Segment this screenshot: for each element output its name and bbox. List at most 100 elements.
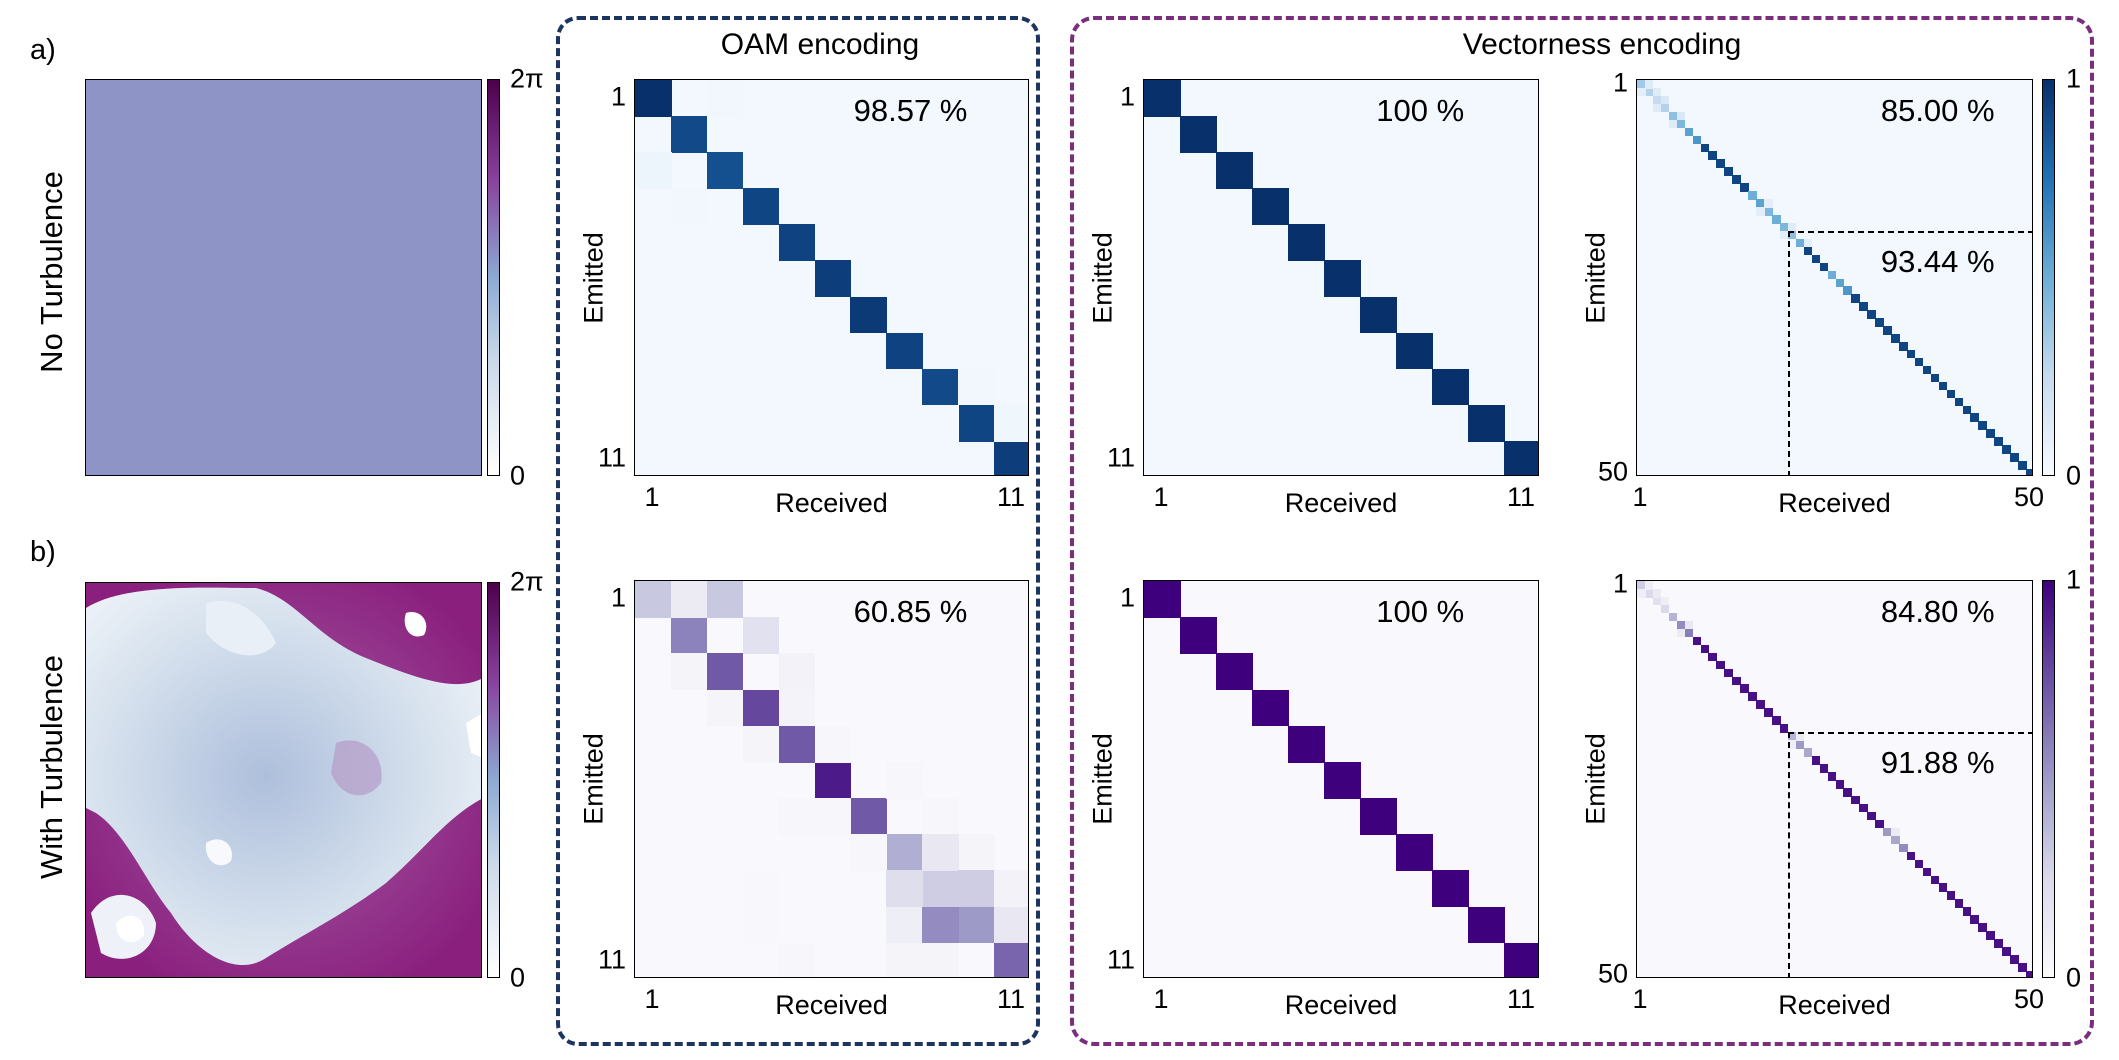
off-diagonal-cell [778,689,816,727]
diagonal-cell [1748,692,1757,701]
diagonal-cell [1914,859,1924,869]
diagonal-cell [1180,617,1217,654]
off-diagonal-cell [1644,80,1654,89]
diagonal-cell [1288,725,1325,763]
diagonal-cell [742,689,780,727]
diagonal-cell [2010,453,2019,462]
diagonal-cell [635,581,672,618]
diagonal-cell [1946,891,1956,900]
vec50_with_turbulence-heatmap [1636,580,2033,978]
oam_with_turbulence-accuracy: 60.85 % [853,594,968,629]
off-diagonal-cell [778,653,816,691]
diagonal-cell [886,834,923,872]
diagonal-cell [1883,827,1892,837]
off-diagonal-cell [1764,199,1773,208]
vectorness-section-frame [1070,16,2094,1046]
diagonal-cell [1692,636,1702,646]
oam_with_turbulence-ylabel: Emitted [578,733,609,825]
diagonal-cell [1811,756,1821,765]
vec50_with_turbulence-ytick-first: 1 [1612,568,1628,599]
diagonal-cell [1819,262,1829,272]
diagonal-cell [1938,883,1948,893]
diagonal-cell [1811,254,1821,264]
off-diagonal-cell [1684,620,1694,630]
diagonal-cell [1756,199,1765,208]
phase-cbar-b-min: 0 [510,962,526,993]
off-diagonal-cell [814,798,852,835]
vec50_no_turbulence-ytick-last: 50 [1597,456,1628,487]
oam_no_turbulence-accuracy: 98.57 % [853,93,968,128]
diagonal-cell [1795,740,1805,749]
off-diagonal-cell [1891,827,1900,837]
off-diagonal-cell [994,870,1028,908]
phase-map-no-turbulence [85,79,482,476]
vec11_no_turbulence-ytick-first: 1 [1119,81,1135,112]
diagonal-cell [1914,357,1924,367]
diagonal-cell [1970,413,1979,422]
off-diagonal-cell [1652,588,1662,598]
diagonal-cell [1700,143,1710,153]
diagonal-cell [1906,349,1916,359]
diagonal-cell [814,761,852,799]
diagonal-cell [2002,445,2011,454]
diagonal-cell [1396,332,1433,370]
diagonal-cell [1843,787,1852,797]
diagonal-cell [1779,222,1789,232]
diagonal-cell [742,188,780,225]
off-diagonal-cell [886,761,923,799]
phase-colorbar-b [487,582,500,978]
off-diagonal-cell [958,368,995,406]
vec50_no_turbulence-xtick-last: 50 [2013,482,2045,512]
diagonal-cell [1684,127,1694,137]
diagonal-cell [2026,971,2032,977]
diagonal-cell [1946,389,1956,399]
vec11_with_turbulence-xlabel: Received [1284,990,1398,1020]
diagonal-cell [1764,207,1773,216]
vec50_no_turbulence-ylabel: Emitted [1580,231,1611,324]
diagonal-cell [1748,191,1757,200]
off-diagonal-cell [1652,103,1662,113]
diagonal-cell [778,224,816,262]
diagonal-cell [706,653,744,691]
vec11_no_turbulence-accuracy: 100 % [1376,93,1465,128]
vec50_with_turbulence-sub-accuracy: 91.88 % [1880,745,1995,780]
diagonal-cell [1843,286,1852,295]
phase-cbar-b-max: 2π [510,566,544,597]
diagonal-cell [1859,803,1868,813]
vec11_with_turbulence-accuracy: 100 % [1376,594,1465,629]
vec50_with_turbulence-xlabel: Received [1778,990,1891,1020]
vec11_no_turbulence-xtick-last: 11 [1506,482,1536,512]
diagonal-cell [1930,875,1940,885]
sub-block-vertical-line [1787,230,1790,475]
oam_with_turbulence-xtick-last: 11 [997,984,1026,1014]
diagonal-cell [1180,116,1217,153]
diagonal-cell [1504,440,1538,475]
vec11_with_turbulence-xtick-first: 1 [1153,984,1169,1014]
diagonal-cell [994,942,1028,977]
diagonal-cell [814,260,852,298]
off-diagonal-cell [1660,95,1670,105]
diagonal-cell [1324,260,1361,298]
diagonal-cell [1432,368,1469,406]
prob-cbar-a-max: 1 [2066,63,2082,94]
diagonal-cell [994,440,1028,475]
off-diagonal-cell [778,942,816,977]
diagonal-cell [1827,772,1837,781]
vec11_with_turbulence-ytick-last: 11 [1106,944,1135,975]
diagonal-cell [1787,732,1797,741]
diagonal-cell [1978,421,1987,430]
diagonal-cell [850,296,887,334]
vec11_with_turbulence-ylabel: Emitted [1087,733,1118,825]
off-diagonal-cell [1637,588,1646,598]
diagonal-cell [850,798,887,835]
diagonal-cell [1764,708,1773,717]
off-diagonal-cell [706,224,744,262]
diagonal-cell [1922,867,1932,877]
vec50_with_turbulence-xtick-last: 50 [2013,984,2045,1014]
vec11_with_turbulence-ytick-first: 1 [1119,582,1135,613]
diagonal-cell [1899,843,1908,853]
off-diagonal-cell [670,581,708,618]
prob-cbar-a-min: 0 [2066,460,2082,491]
vec50_no_turbulence-xlabel: Received [1778,488,1891,518]
diagonal-cell [1732,676,1741,686]
